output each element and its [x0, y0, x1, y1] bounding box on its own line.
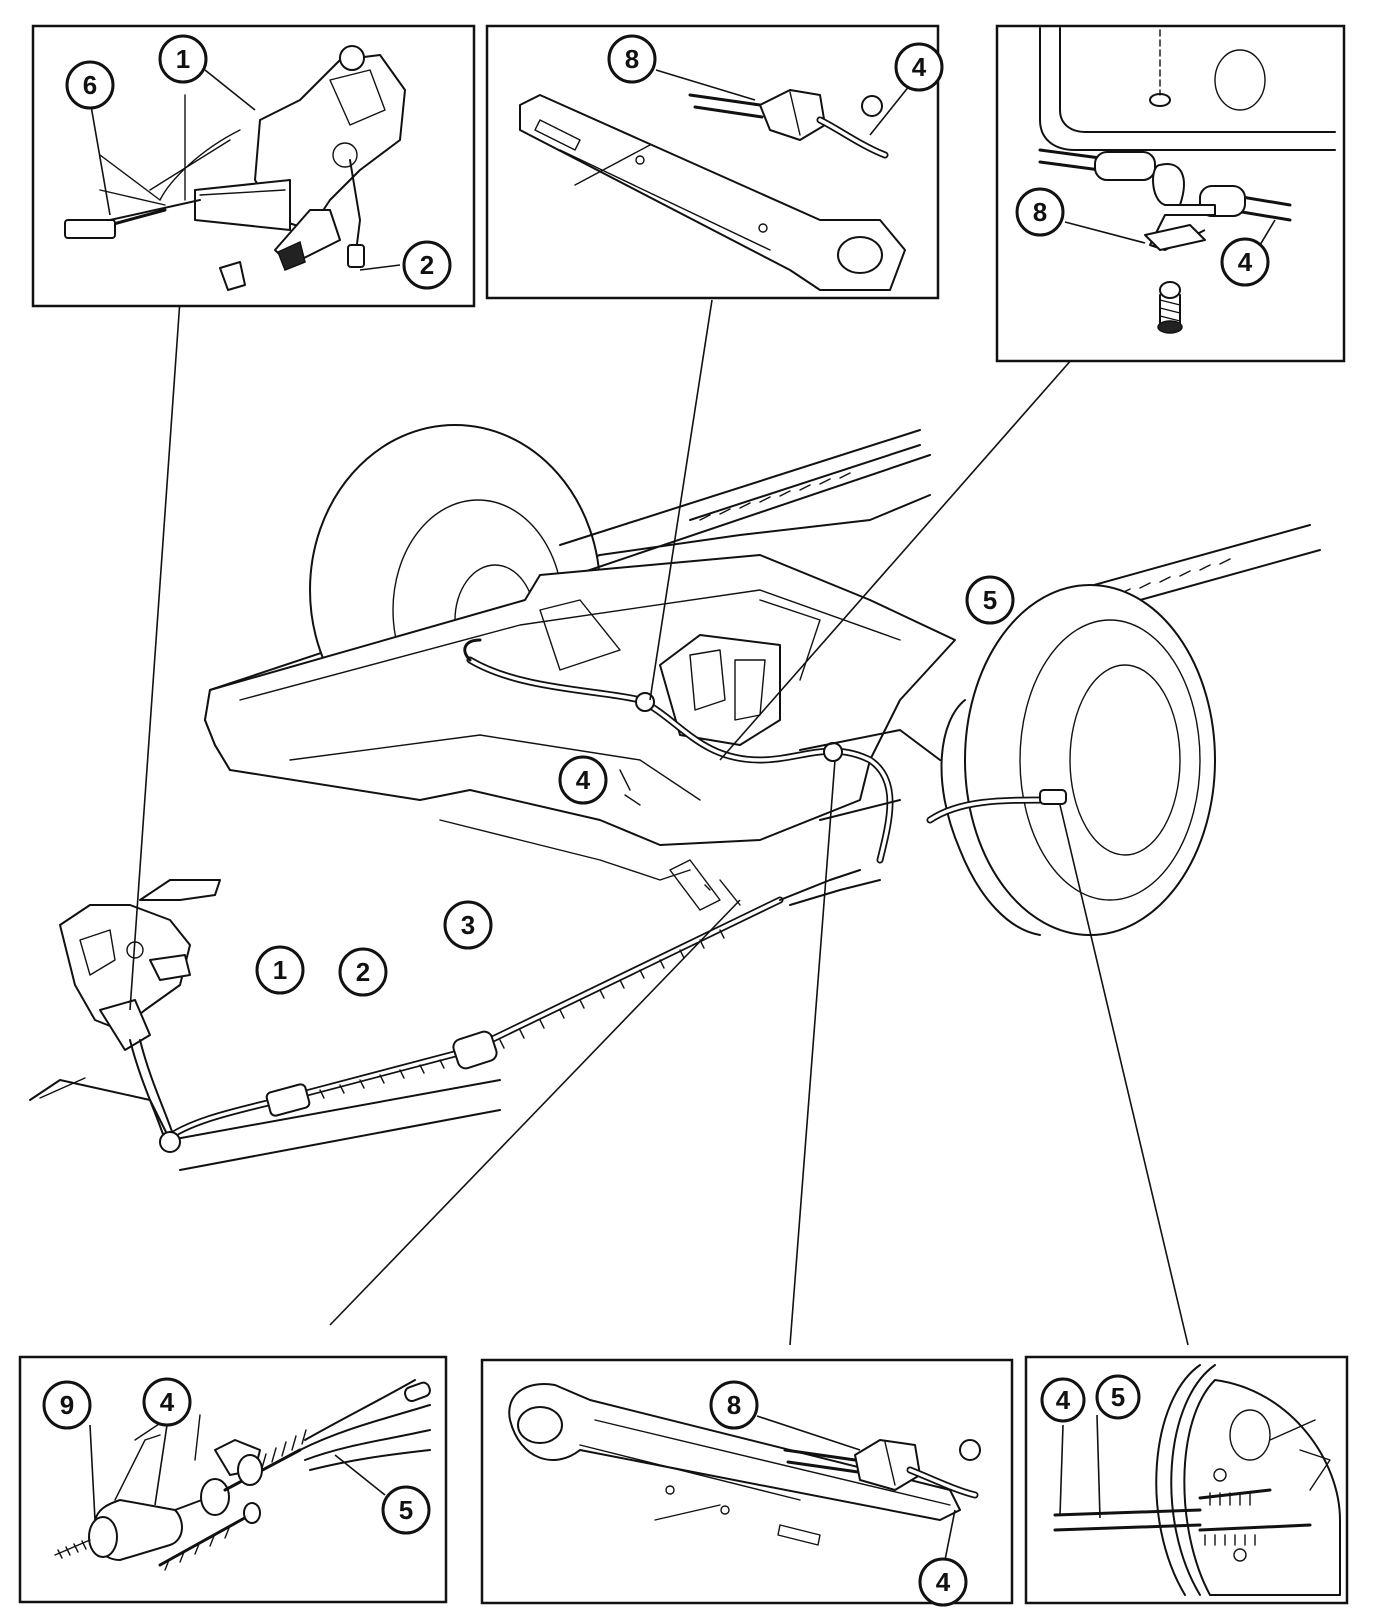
callout-p5-4: 4	[918, 1557, 968, 1607]
svg-text:4: 4	[912, 52, 927, 82]
callout-p1-1: 1	[158, 34, 208, 84]
svg-text:5: 5	[983, 585, 997, 615]
inset-leader-lines	[129, 299, 1189, 1346]
inset-cable-clip-left-arm	[485, 24, 940, 300]
svg-text:3: 3	[461, 910, 475, 940]
callout-p1-2: 2	[402, 240, 452, 290]
callout-main-5: 5	[965, 575, 1015, 625]
inset-equalizer	[18, 1355, 448, 1604]
svg-text:6: 6	[83, 70, 97, 100]
svg-text:4: 4	[576, 765, 591, 795]
callout-p3-8: 8	[1015, 187, 1065, 237]
svg-text:5: 5	[1111, 1382, 1125, 1412]
inset-cable-clip-bracket	[995, 24, 1346, 363]
svg-text:4: 4	[1056, 1385, 1071, 1415]
callout-p2-8: 8	[607, 34, 657, 84]
svg-text:8: 8	[1033, 197, 1047, 227]
svg-text:5: 5	[399, 1495, 413, 1525]
svg-text:2: 2	[420, 250, 434, 280]
callout-p5-8: 8	[709, 1380, 759, 1430]
callout-p6-4: 4	[1040, 1377, 1086, 1423]
callout-p4-9: 9	[42, 1380, 92, 1430]
inset-cable-clip-right-arm	[480, 1358, 1014, 1605]
right-rear-wheel	[964, 584, 1216, 936]
svg-text:2: 2	[356, 957, 370, 987]
svg-text:4: 4	[936, 1567, 951, 1597]
parking-brake-control-main	[59, 879, 221, 1153]
svg-text:8: 8	[625, 44, 639, 74]
callout-p6-5: 5	[1095, 1374, 1141, 1420]
callout-main-2: 2	[338, 947, 388, 997]
callout-p4-4: 4	[142, 1377, 192, 1427]
callout-p3-4: 4	[1220, 237, 1270, 287]
callout-p2-4: 4	[894, 42, 944, 92]
svg-text:8: 8	[727, 1390, 741, 1420]
svg-text:4: 4	[1238, 247, 1253, 277]
svg-text:9: 9	[60, 1390, 74, 1420]
svg-text:1: 1	[176, 44, 190, 74]
callout-p1-6: 6	[65, 60, 115, 110]
svg-text:4: 4	[160, 1387, 175, 1417]
callout-main-4: 4	[558, 755, 608, 805]
callout-main-1: 1	[255, 945, 305, 995]
callout-main-3: 3	[443, 900, 493, 950]
svg-text:1: 1	[273, 955, 287, 985]
callout-p4-5: 5	[381, 1485, 431, 1535]
main-underbody-view	[29, 424, 1321, 1171]
